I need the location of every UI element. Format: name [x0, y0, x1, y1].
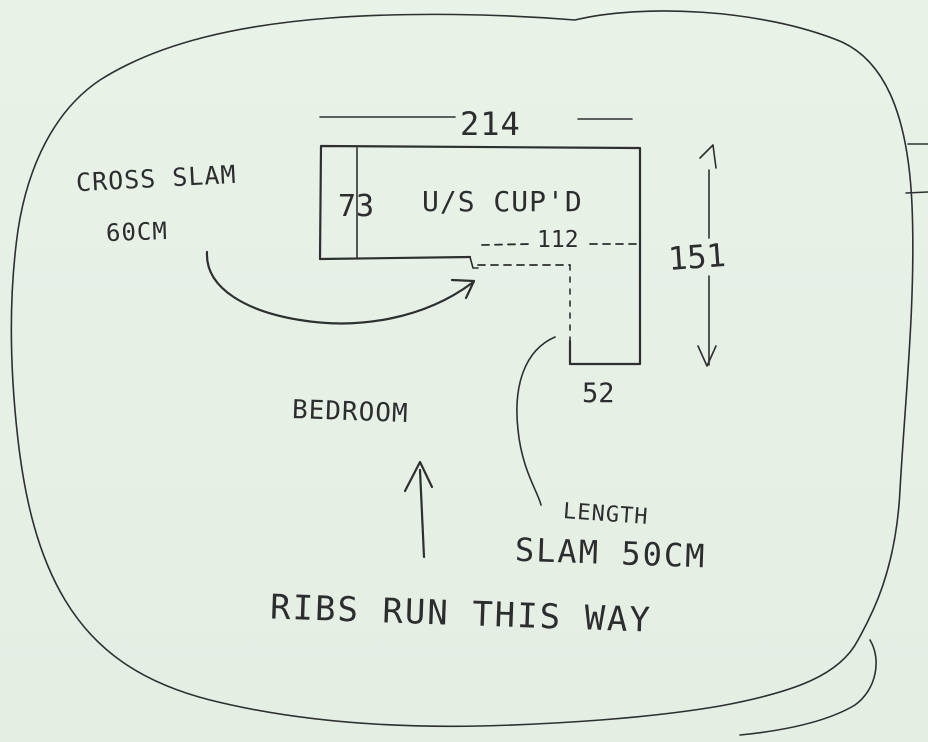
- arrow-head-icon: [450, 278, 476, 300]
- room-outline: [318, 144, 642, 366]
- arrow-up-icon: [403, 460, 434, 493]
- bottom-dimension-label: 52: [582, 378, 615, 409]
- edge-tick-mark: [905, 191, 928, 194]
- cross-slam-pointer-arrow: [205, 250, 474, 325]
- cross-slam-size-label: 60CM: [105, 216, 169, 248]
- right-dimension-label: 151: [666, 236, 728, 278]
- ribs-direction-arrow: [418, 468, 426, 559]
- arrow-up-icon: [699, 144, 717, 169]
- cupboard-label: U/S CUP'D: [422, 185, 583, 218]
- room-label: BEDROOM: [291, 394, 410, 430]
- inner-dashed-line: [481, 243, 531, 246]
- length-slam-pointer-line: [516, 336, 556, 506]
- left-depth-label: 73: [338, 189, 375, 224]
- top-dimension-label: 214: [460, 105, 521, 143]
- length-slam-label: LENGTH: [562, 499, 650, 530]
- arrow-down-icon: [697, 345, 717, 367]
- length-slam-size-label: SLAM 50CM: [514, 530, 707, 576]
- inner-dimension-label: 112: [537, 227, 579, 253]
- page-edge-curve: [739, 639, 877, 736]
- outer-boundary-outline: [10, 10, 914, 728]
- opening-notch: [469, 256, 479, 269]
